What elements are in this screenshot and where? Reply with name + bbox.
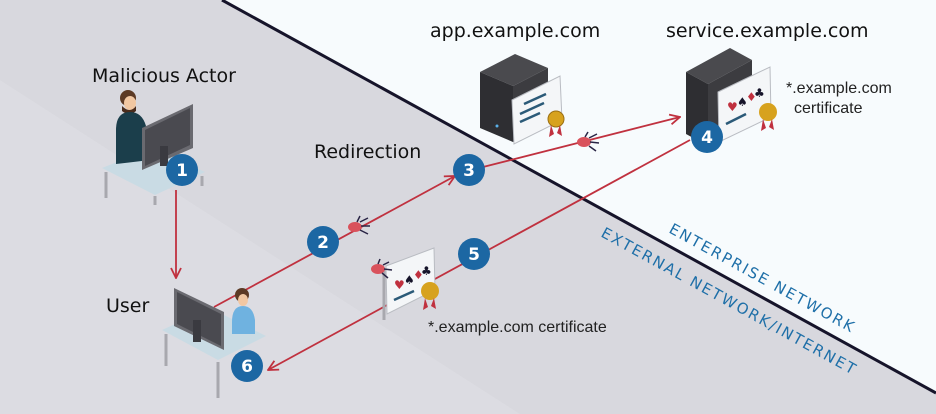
svg-text:♦: ♦	[746, 90, 757, 104]
svg-text:♣: ♣	[754, 86, 765, 100]
bug-icon	[348, 215, 370, 235]
step-2-number: 2	[317, 233, 329, 253]
service-cert-note-line1: *.example.com	[786, 80, 892, 97]
svg-text:♦: ♦	[413, 268, 424, 282]
step-5-badge	[458, 238, 490, 270]
service-cert-note-line2: certificate	[794, 100, 863, 117]
svg-text:♠: ♠	[404, 273, 415, 287]
bug-icon	[371, 258, 393, 279]
step-1-number: 1	[176, 161, 188, 181]
step-6-number: 6	[241, 357, 253, 377]
step-3-badge	[453, 154, 485, 186]
certificate-icon: ♥ ♠ ♦ ♣	[717, 66, 777, 143]
forged-cert-note: *.example.com certificate	[428, 319, 607, 336]
certificate-icon	[511, 75, 565, 145]
network-boundary-line	[221, 0, 936, 395]
svg-text:♥: ♥	[394, 278, 405, 292]
user-workstation-icon	[162, 288, 266, 398]
step-1-badge	[166, 154, 198, 186]
step-5-number: 5	[468, 245, 480, 265]
bug-icon	[577, 131, 600, 152]
app-server-label: app.example.com	[430, 20, 600, 42]
forged-certificate-icon: ♥ ♠ ♦ ♣	[382, 247, 439, 320]
step-3-number: 3	[463, 161, 475, 181]
step-6-badge	[231, 350, 263, 382]
svg-text:♠: ♠	[737, 95, 748, 109]
step-4-badge	[691, 121, 723, 153]
step-2-badge	[307, 226, 339, 258]
step-4-number: 4	[701, 128, 713, 148]
svg-text:♥: ♥	[727, 100, 738, 114]
svg-text:♣: ♣	[421, 264, 432, 278]
malicious-actor-label: Malicious Actor	[92, 65, 236, 87]
redirection-label: Redirection	[314, 141, 421, 163]
service-server-label: service.example.com	[666, 20, 869, 42]
user-label: User	[106, 295, 149, 317]
